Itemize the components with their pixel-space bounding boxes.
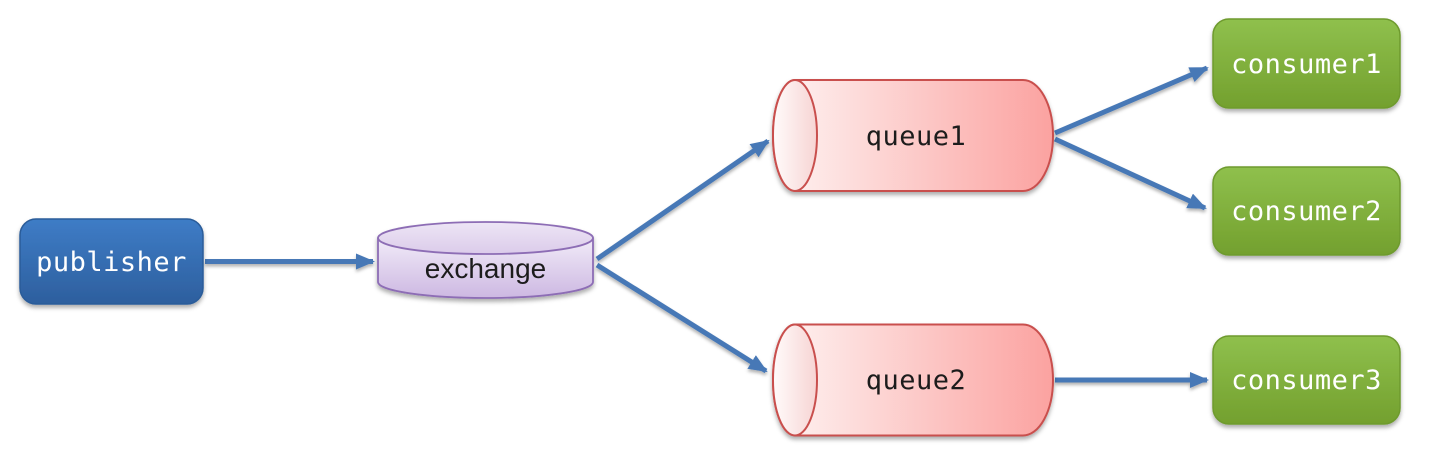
arrow-queue1-to-consumer2	[1053, 136, 1207, 211]
exchange-label: exchange	[425, 253, 546, 284]
consumer1-label: consumer1	[1231, 49, 1382, 80]
arrow-queue1-to-consumer1	[1054, 65, 1209, 136]
consumer2-box	[1212, 166, 1401, 256]
node-queue2: queue2	[772, 323, 1054, 437]
consumer3-label: consumer3	[1231, 365, 1382, 396]
node-consumer1: consumer1	[1212, 18, 1401, 109]
edges	[205, 65, 1209, 388]
publisher-box	[19, 218, 204, 305]
queue2-label: queue2	[866, 365, 967, 396]
node-exchange: exchange	[377, 221, 594, 299]
consumer2-label: consumer2	[1231, 196, 1382, 227]
node-consumer3: consumer3	[1212, 335, 1401, 425]
arrow-exchange-to-queue1	[595, 138, 770, 262]
queue1-cylinder-end	[772, 79, 818, 192]
queue1-label: queue1	[866, 121, 967, 152]
exchange-cylinder-body	[377, 237, 594, 299]
queue2-cylinder-end	[772, 323, 818, 437]
consumer3-box	[1212, 335, 1401, 425]
arrow-exchange-to-queue2	[595, 262, 768, 374]
publisher-label: publisher	[36, 247, 187, 278]
node-consumer2: consumer2	[1212, 166, 1401, 256]
exchange-cylinder-top	[377, 221, 594, 255]
consumer1-box	[1212, 18, 1401, 109]
node-publisher: publisher	[19, 218, 204, 305]
node-queue1: queue1	[772, 79, 1054, 192]
